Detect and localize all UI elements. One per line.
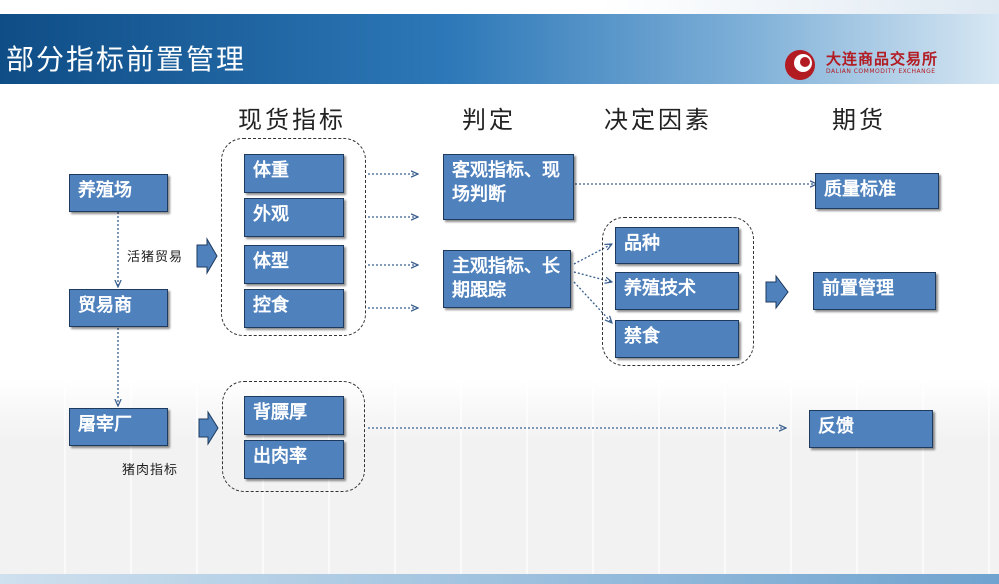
- spot-indicator-group: [221, 138, 366, 336]
- logo-text: 大连商品交易所: [826, 50, 939, 68]
- exchange-logo: 大连商品交易所 DALIAN COMMODITY EXCHANGE: [782, 48, 992, 82]
- logo-emblem-icon: [785, 50, 815, 80]
- slaughter-indicator-group: [222, 381, 365, 492]
- judgement-objective: 客观指标、现场判断: [443, 154, 574, 220]
- indicator-appearance: 外观: [244, 198, 344, 237]
- arrow-subjective-breed: [573, 244, 612, 265]
- futures-pre-management: 前置管理: [813, 272, 936, 310]
- indicator-weight: 体重: [244, 154, 344, 193]
- header-bar: 部分指标前置管理 大连商品交易所 DALIAN COMMODITY EXCHAN…: [0, 14, 999, 84]
- source-trader: 贸易商: [69, 289, 168, 327]
- indicator-feed-control: 控食: [244, 289, 344, 328]
- arrow-subjective-tech: [573, 271, 612, 282]
- futures-feedback: 反馈: [809, 410, 933, 448]
- source-farm: 养殖场: [69, 174, 168, 212]
- block-arrow-pork: [198, 410, 219, 446]
- column-header-futures: 期货: [832, 106, 886, 134]
- block-arrow-live-hog: [196, 237, 218, 275]
- factor-breed: 品种: [615, 227, 739, 264]
- indicator-meat-yield: 出肉率: [244, 440, 344, 479]
- factor-fasting: 禁食: [615, 320, 739, 358]
- logo-subtext: DALIAN COMMODITY EXCHANGE: [826, 68, 936, 75]
- column-header-spot: 现货指标: [238, 106, 346, 134]
- column-header-factors: 决定因素: [604, 106, 712, 134]
- bottom-bar: [0, 574, 999, 584]
- label-pork-index: 猪肉指标: [122, 463, 179, 478]
- block-arrow-factors: [765, 274, 789, 310]
- factor-group: [602, 217, 754, 366]
- arrow-subjective-fasting: [573, 281, 612, 323]
- label-live-hog-trade: 活猪贸易: [127, 250, 184, 265]
- source-slaughter: 屠宰厂: [69, 408, 168, 446]
- indicator-body-shape: 体型: [244, 245, 344, 284]
- indicator-backfat: 背膘厚: [244, 396, 344, 435]
- header-top-strip: [0, 0, 999, 14]
- page-title: 部分指标前置管理: [6, 43, 247, 76]
- futures-quality-standard: 质量标准: [815, 173, 939, 209]
- factor-breeding-tech: 养殖技术: [615, 272, 739, 310]
- column-header-judge: 判定: [462, 106, 516, 134]
- judgement-subjective: 主观指标、长期跟踪: [443, 250, 571, 308]
